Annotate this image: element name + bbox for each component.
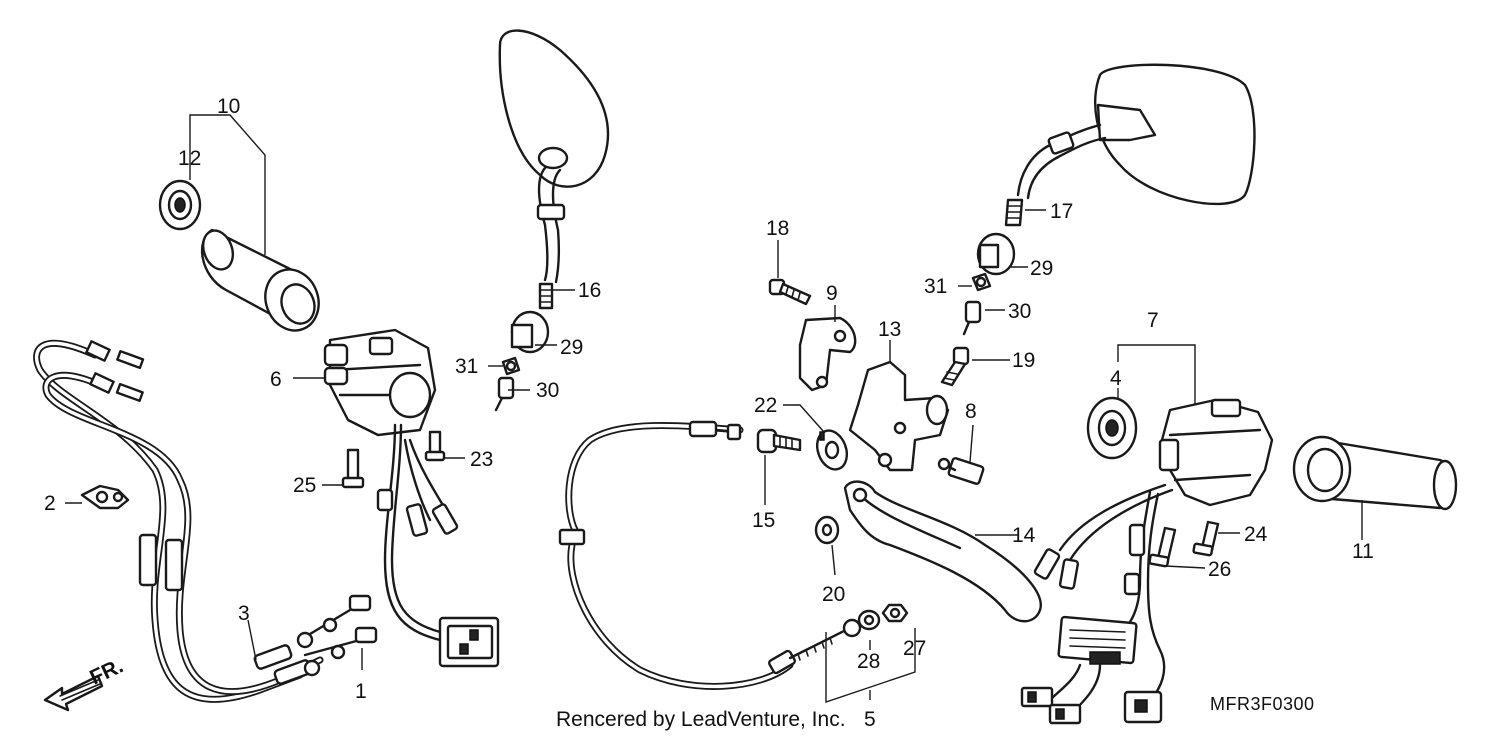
callout-5: 5 <box>864 708 876 731</box>
callout-22: 22 <box>754 394 777 417</box>
callout-10: 10 <box>217 95 240 118</box>
callout-2: 2 <box>44 492 56 515</box>
callout-30-left: 30 <box>536 379 559 402</box>
right-switch-housing <box>1020 396 1274 725</box>
callout-27: 27 <box>903 637 926 660</box>
callout-4: 4 <box>1110 367 1122 390</box>
callout-17: 17 <box>1050 200 1073 223</box>
callout-31-right: 31 <box>924 275 947 298</box>
callout-29-right: 29 <box>1030 257 1053 280</box>
callout-16: 16 <box>578 279 601 302</box>
callout-20: 20 <box>822 583 845 606</box>
callout-28: 28 <box>857 650 880 673</box>
callout-19: 19 <box>1012 349 1035 372</box>
clutch-lever-assembly <box>756 278 1042 623</box>
leader-lines <box>65 114 1363 703</box>
left-switch-housing <box>323 328 500 668</box>
front-direction-arrow: FR. <box>43 654 127 712</box>
callout-14: 14 <box>1012 524 1036 547</box>
throttle-grip <box>158 179 320 332</box>
cable-clip <box>80 484 130 510</box>
callout-26: 26 <box>1208 558 1231 581</box>
callout-23: 23 <box>470 448 493 471</box>
screws-left <box>341 430 446 489</box>
left-mirror <box>494 29 610 412</box>
callout-9: 9 <box>826 282 838 305</box>
callout-24: 24 <box>1244 523 1268 546</box>
callout-7: 7 <box>1147 309 1159 332</box>
callout-31-left: 31 <box>455 355 478 378</box>
callout-3: 3 <box>238 602 250 625</box>
right-mirror <box>962 63 1256 336</box>
callout-29-left: 29 <box>560 336 583 359</box>
callout-30-right: 30 <box>1008 300 1031 323</box>
callout-25: 25 <box>293 474 316 497</box>
clutch-cable <box>558 420 909 690</box>
callout-18: 18 <box>766 217 789 240</box>
right-grip <box>1292 435 1458 511</box>
diagram-code: MFR3F0300 <box>1210 694 1315 714</box>
callout-1: 1 <box>355 680 367 703</box>
callout-8: 8 <box>965 400 977 423</box>
callout-15: 15 <box>752 509 775 532</box>
callout-11: 11 <box>1352 540 1374 563</box>
callout-13: 13 <box>878 318 901 341</box>
callout-12: 12 <box>178 147 201 170</box>
throttle-cables <box>33 339 378 703</box>
callout-labels: 1 2 3 4 5 6 7 8 9 10 11 12 13 14 15 16 1… <box>44 95 1374 731</box>
callout-6: 6 <box>270 368 282 391</box>
render-credit: Rencered by LeadVenture, Inc. <box>556 708 846 731</box>
